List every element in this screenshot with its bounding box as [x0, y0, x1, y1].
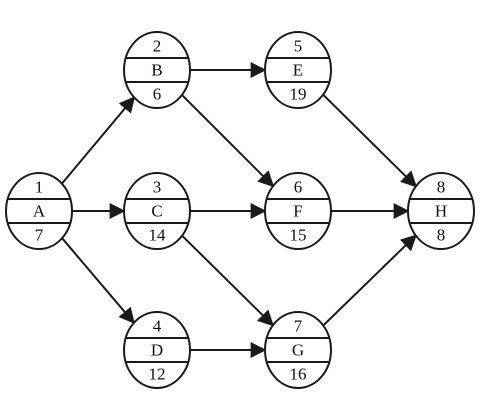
node-label: F: [293, 202, 302, 221]
node-label: E: [293, 61, 303, 80]
node-ellipse: [123, 172, 191, 250]
node-ellipse: [264, 172, 332, 250]
node-number: 1: [35, 178, 44, 197]
edge-e-h-arrow: [322, 93, 418, 188]
node-number: 2: [153, 37, 162, 56]
edge-c-g-arrow: [181, 234, 275, 327]
node-duration: 8: [437, 226, 446, 245]
node-number: 7: [294, 317, 303, 336]
node-ellipse: [5, 172, 73, 250]
node-number: 6: [294, 178, 303, 197]
edge-b-f-arrow: [181, 94, 275, 188]
node-ellipse: [264, 311, 332, 389]
node-ellipse: [123, 311, 191, 389]
node-g: 7G 16: [264, 311, 332, 389]
node-number: 8: [437, 178, 446, 197]
node-duration: 14: [149, 226, 167, 245]
node-c: 3C 14: [123, 172, 191, 250]
edge-a-b-arrow: [61, 96, 136, 185]
node-h: 8H8: [407, 172, 475, 250]
node-label: A: [33, 202, 46, 221]
node-duration: 6: [153, 85, 162, 104]
node-ellipse: [123, 31, 191, 109]
node-label: C: [151, 202, 162, 221]
node-duration: 7: [35, 226, 44, 245]
node-duration: 12: [149, 365, 166, 384]
node-duration: 19: [290, 85, 307, 104]
node-a: 1A 7: [5, 172, 73, 250]
node-label: D: [151, 341, 163, 360]
node-label: G: [292, 341, 304, 360]
node-number: 4: [153, 317, 162, 336]
edge-a-d-arrow: [61, 237, 135, 325]
node-b: 2B 6: [123, 31, 191, 109]
node-e: 5E 19: [264, 31, 332, 109]
node-ellipse: [264, 31, 332, 109]
node-label: H: [435, 202, 447, 221]
node-duration: 15: [290, 226, 307, 245]
node-f: 6F 15: [264, 172, 332, 250]
node-label: B: [151, 61, 162, 80]
node-d: 4D 12: [123, 311, 191, 389]
edges: [61, 62, 418, 358]
node-number: 3: [153, 178, 162, 197]
node-number: 5: [294, 37, 303, 56]
node-ellipse: [407, 172, 475, 250]
edge-g-h-arrow: [322, 234, 417, 327]
node-duration: 16: [290, 365, 307, 384]
